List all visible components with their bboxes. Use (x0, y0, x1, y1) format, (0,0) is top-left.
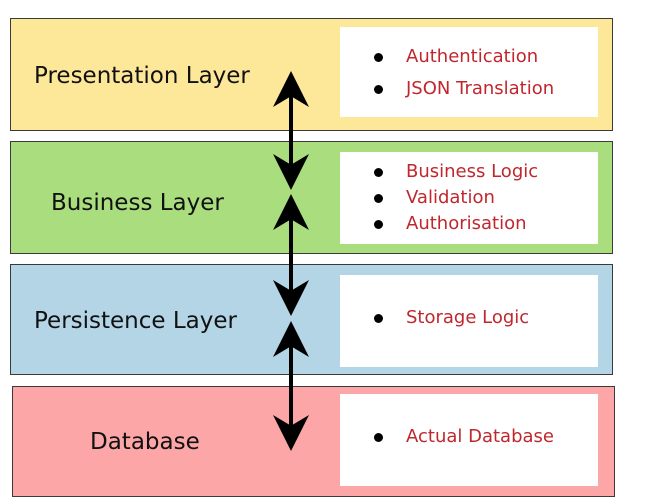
database-layer-panel: Actual Database (340, 394, 598, 486)
item-label: JSON Translation (406, 78, 555, 99)
bullet-icon (374, 220, 383, 229)
business-layer: Business Layer Business Logic Validation… (10, 141, 613, 254)
list-item: Storage Logic (340, 305, 598, 331)
database-layer: Database Actual Database (12, 386, 615, 497)
bullet-icon (374, 314, 383, 323)
list-item: Authorisation (340, 211, 598, 237)
list-item: Authentication (340, 44, 598, 70)
item-label: Business Logic (406, 161, 539, 182)
list-item: Validation (340, 185, 598, 211)
item-label: Authorisation (406, 213, 527, 234)
item-label: Actual Database (406, 426, 554, 447)
bullet-icon (374, 53, 383, 62)
persistence-layer-title: Persistence Layer (34, 308, 237, 334)
presentation-layer-panel: Authentication JSON Translation (340, 27, 598, 117)
business-layer-panel: Business Logic Validation Authorisation (340, 152, 598, 244)
bullet-icon (374, 194, 383, 203)
bullet-icon (374, 168, 383, 177)
bullet-icon (374, 433, 383, 442)
presentation-layer: Presentation Layer Authentication JSON T… (10, 18, 613, 131)
item-label: Storage Logic (406, 307, 530, 328)
list-item: JSON Translation (340, 76, 598, 102)
list-item: Actual Database (340, 424, 598, 450)
bullet-icon (374, 85, 383, 94)
database-layer-title: Database (90, 429, 200, 455)
item-label: Validation (406, 187, 495, 208)
persistence-layer-panel: Storage Logic (340, 275, 598, 367)
list-item: Business Logic (340, 159, 598, 185)
item-label: Authentication (406, 46, 539, 67)
business-layer-title: Business Layer (51, 190, 224, 216)
persistence-layer: Persistence Layer Storage Logic (10, 264, 613, 375)
presentation-layer-title: Presentation Layer (34, 63, 250, 89)
